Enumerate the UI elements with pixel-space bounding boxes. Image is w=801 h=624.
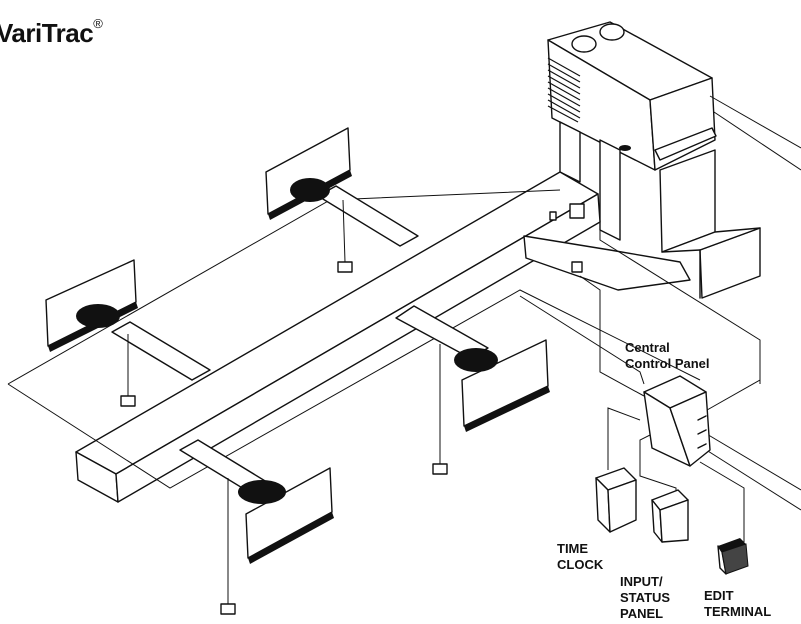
- control-panel-icon: [643, 375, 711, 467]
- edit-terminal-label: EDIT TERMINAL: [704, 588, 771, 620]
- time-clock-line-2: CLOCK: [557, 557, 604, 572]
- edit-terminal-icon: [717, 538, 749, 575]
- time-clock-icon: [595, 467, 637, 533]
- status-panel-icon: [651, 489, 689, 543]
- brand-name: VariTrac: [0, 18, 94, 48]
- input-status-panel-line-1: INPUT/: [620, 574, 663, 589]
- central-control-panel-label: Central Control Panel: [625, 340, 735, 372]
- input-status-panel-line-2: STATUS: [620, 590, 671, 605]
- diffuser-icon: [45, 127, 550, 564]
- input-status-panel-line-3: PANEL: [620, 606, 664, 621]
- supply-duct-icon: [7, 171, 701, 503]
- zone-sensor-icon: [120, 199, 585, 615]
- brand-title: VariTrac®: [0, 16, 103, 49]
- central-control-panel-line-1: Central: [625, 340, 670, 355]
- edit-terminal-line-2: TERMINAL: [704, 604, 772, 619]
- registered-mark: ®: [93, 16, 103, 32]
- comm-link-wiring: [519, 95, 801, 542]
- input-status-panel-label: INPUT/ STATUS PANEL: [620, 574, 670, 622]
- central-control-panel-line-2: Control Panel: [625, 356, 710, 371]
- edit-terminal-line-1: EDIT: [704, 588, 734, 603]
- time-clock-label: TIME CLOCK: [557, 541, 603, 573]
- rooftop-unit-icon: [547, 21, 761, 299]
- time-clock-line-1: TIME: [557, 541, 589, 556]
